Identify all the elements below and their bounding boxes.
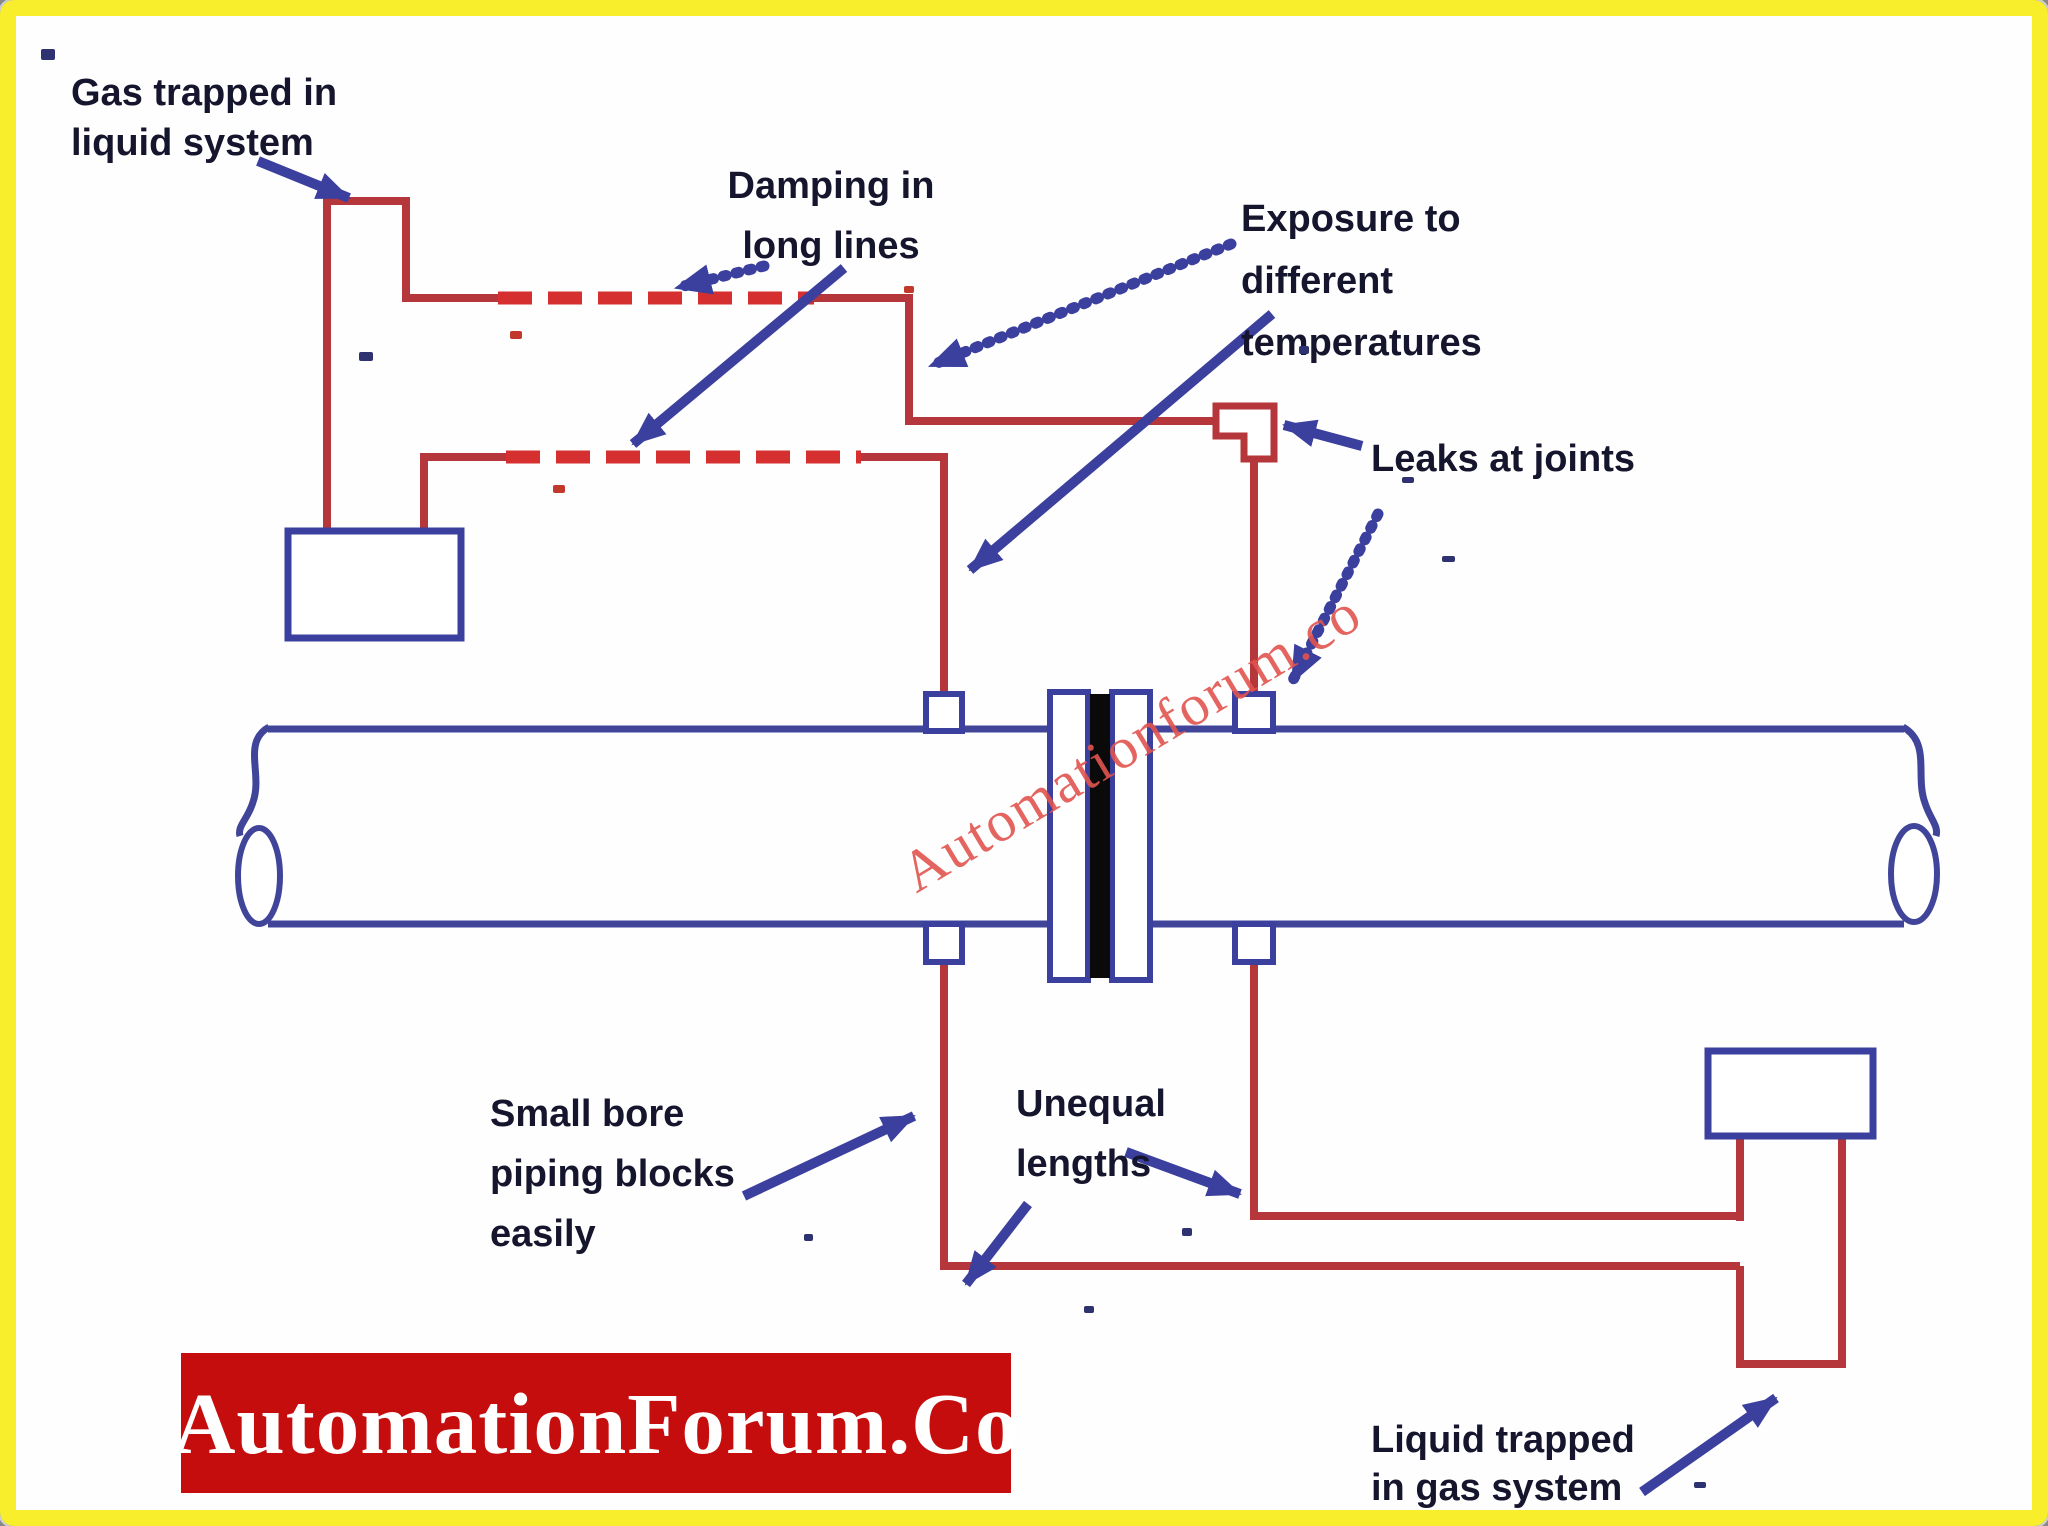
speck [359, 352, 373, 361]
arrow-leaks-elbow [1282, 419, 1364, 451]
speck [1299, 346, 1309, 354]
pipe-elbow-joint [1212, 402, 1278, 463]
arrow-exposure-1 [924, 238, 1237, 372]
arrow-damping-2 [629, 264, 848, 448]
label-small-bore: Small bore piping blocks easily [490, 1093, 735, 1255]
impulse-bottom-right-run [1250, 962, 1740, 1220]
arrow-small-bore [741, 1111, 917, 1201]
flange-right [1109, 689, 1153, 983]
orifice-plate [1090, 694, 1110, 978]
speck [553, 485, 565, 493]
impulse-lower-left-riser [420, 453, 506, 531]
tap-bottom-left [923, 921, 965, 965]
arrow-leaks-tap [1286, 508, 1384, 688]
arrow-unequal-left [962, 1200, 1032, 1288]
flange-left [1047, 689, 1091, 983]
piping-diagram-graphics [235, 156, 1941, 1497]
annotation-arrows [256, 156, 1779, 1497]
transmitter-liquid-trap-u [1736, 1136, 1846, 1368]
speck [1402, 477, 1414, 483]
arrow-damping-1 [670, 260, 770, 295]
speck [41, 49, 55, 60]
brand-banner-text: AutomationForum.Co [172, 1374, 1020, 1472]
label-leaks: Leaks at joints [1371, 438, 1635, 480]
impulse-lines-upper [323, 197, 1278, 696]
arrow-gas-trapped [256, 156, 351, 203]
pipe-left-break-squiggle [236, 723, 272, 838]
speck [804, 1234, 813, 1241]
orifice-flange-assembly [1047, 689, 1153, 983]
label-liquid-trapped: Liquid trapped in gas system [1371, 1419, 1635, 1509]
pipe-right-break-loop [1888, 823, 1940, 925]
speck [1442, 556, 1455, 562]
speck [904, 286, 914, 293]
speck [1084, 1306, 1094, 1313]
speck [1182, 1228, 1192, 1236]
impulse-upper-left-riser [323, 197, 498, 531]
tap-bottom-right [1232, 921, 1276, 965]
label-damping: Damping in long lines [727, 165, 935, 267]
impulse-bottom-left-run [940, 962, 1740, 1270]
label-unequal: Unequal lengths [1016, 1083, 1166, 1185]
brand-banner: AutomationForum.Co [173, 1353, 1018, 1493]
impulse-lines-lower [940, 962, 1846, 1368]
arrow-unequal-right [1124, 1147, 1242, 1199]
pipe-right-break-squiggle [1900, 723, 1941, 838]
arrow-exposure-2 [966, 310, 1276, 574]
transmitter-box-right [1704, 1047, 1877, 1140]
impulse-upper-step-run [811, 294, 1218, 425]
label-exposure: Exposure to different temperatures [1241, 198, 1482, 364]
impulse-lower-tap-drop [861, 453, 948, 696]
speck [1694, 1482, 1706, 1488]
speck [510, 331, 522, 339]
tap-top-right [1232, 691, 1276, 734]
pipe-left-break-loop [235, 825, 283, 927]
transmitter-box-left [284, 527, 465, 642]
arrow-liquid-trapped [1639, 1393, 1779, 1497]
tap-top-left [923, 691, 965, 734]
label-gas-trapped: Gas trapped in liquid system [71, 72, 338, 164]
